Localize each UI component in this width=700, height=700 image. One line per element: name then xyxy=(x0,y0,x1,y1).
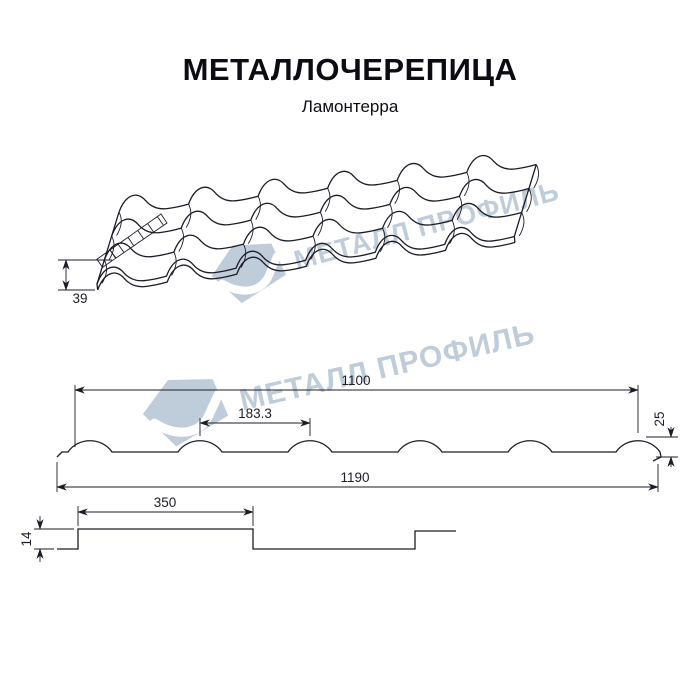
roof-perspective-view: 39 xyxy=(58,154,540,306)
sheet-left-edge xyxy=(96,211,120,291)
dim-350-label: 350 xyxy=(154,495,177,510)
watermark-text: МЕТАЛЛ ПРОФИЛЬ xyxy=(236,317,538,417)
sheet-right-edge xyxy=(513,164,537,243)
step-profile: 350 14 xyxy=(19,495,456,562)
metal-profil-logo-icon xyxy=(211,243,286,304)
dim-183-label: 183.3 xyxy=(238,406,272,421)
metal-profil-logo-icon xyxy=(142,379,229,447)
dimension-step-height: 14 xyxy=(19,516,74,562)
dimension-step-length: 350 xyxy=(77,495,254,526)
dimension-wave-pitch: 183.3 xyxy=(199,406,311,436)
cross-section-line xyxy=(56,440,662,462)
edge-batten xyxy=(96,213,168,269)
dim-14-label: 14 xyxy=(19,531,34,547)
watermark-lower: МЕТАЛЛ ПРОФИЛЬ xyxy=(142,317,538,447)
dim-25-label: 25 xyxy=(652,411,667,426)
page-title: МЕТАЛЛОЧЕРЕПИЦА xyxy=(182,52,518,87)
dimension-wave-height: 25 xyxy=(646,411,678,467)
dimension-cover-width: 1100 xyxy=(74,373,639,447)
page-subtitle: Ламонтерра xyxy=(301,97,399,116)
profile-cross-section: 1100 183.3 25 1190 xyxy=(56,373,678,492)
tile-row-1 xyxy=(96,226,515,285)
eave-edge-line xyxy=(97,232,516,291)
dim-1100-label: 1100 xyxy=(341,373,370,388)
dimension-total-width: 1190 xyxy=(56,462,659,492)
dim-39-label: 39 xyxy=(72,291,87,306)
tile-row-4 xyxy=(118,154,537,213)
dimension-profile-height: 39 xyxy=(58,259,112,306)
step-profile-line xyxy=(57,528,456,550)
dim-1190-label: 1190 xyxy=(340,470,369,485)
